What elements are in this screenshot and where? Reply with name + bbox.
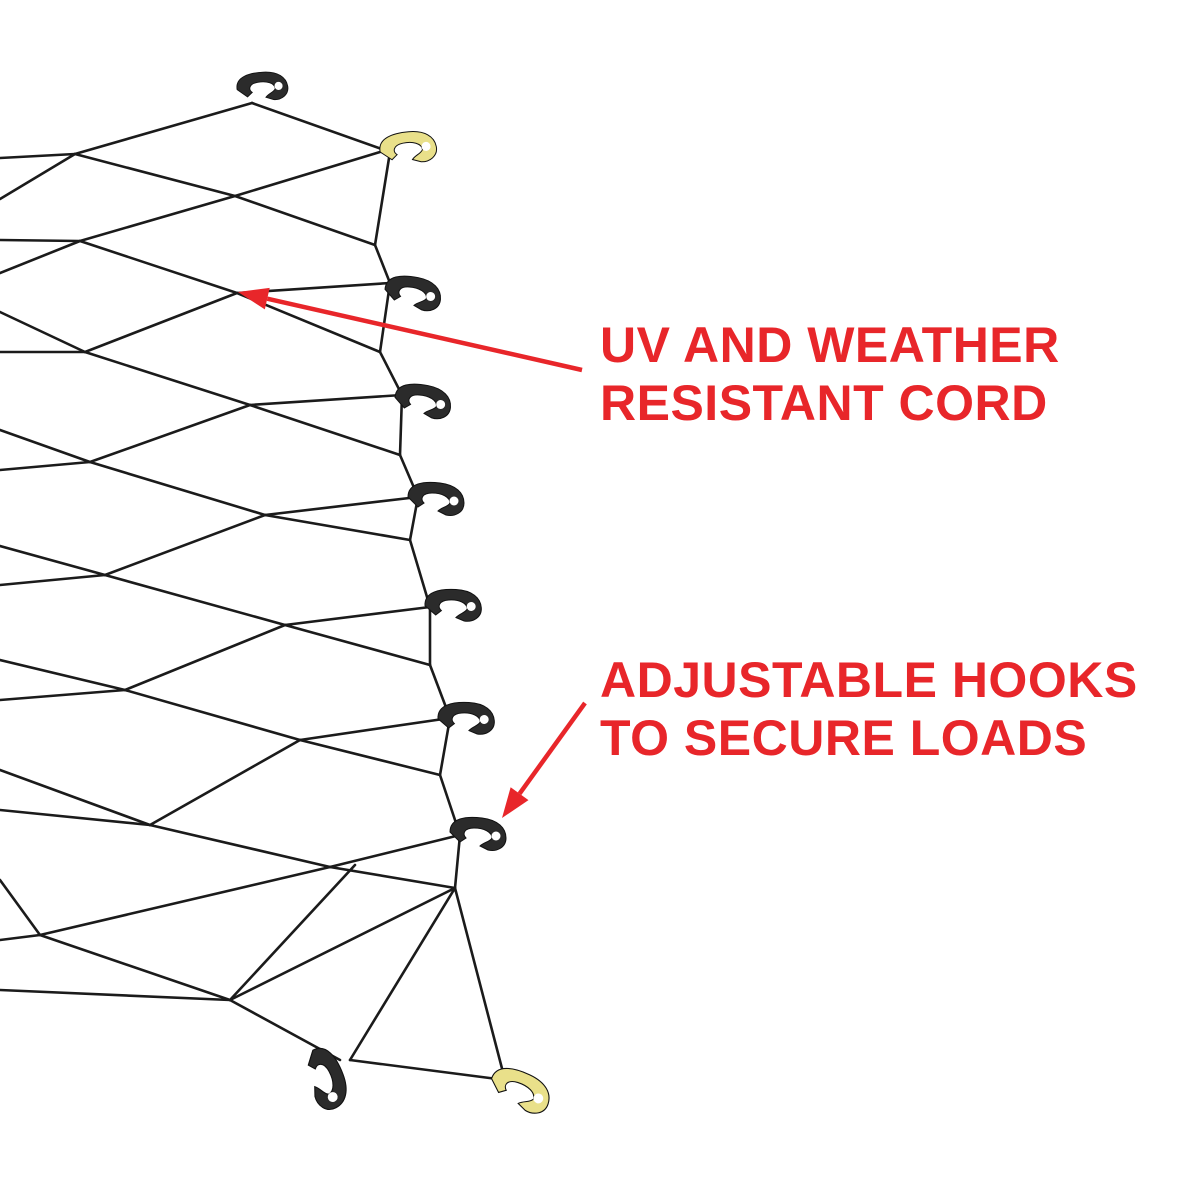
hook-icon	[307, 1048, 347, 1110]
hook-icon	[449, 816, 507, 851]
net-cord-segment	[103, 573, 287, 627]
net-cord-segment	[0, 239, 82, 275]
net-edge-cord	[378, 281, 392, 354]
net-cord-segment	[0, 152, 77, 201]
net-cord-segment	[328, 833, 462, 869]
net-cord-segment	[0, 768, 152, 827]
callout-arrows	[238, 287, 587, 818]
net-cord-segment	[83, 350, 252, 407]
net-cord-segment	[88, 460, 267, 517]
hooks-callout-line-1: ADJUSTABLE HOOKS	[600, 652, 1138, 708]
net-cord-segment	[263, 495, 420, 517]
net-cord-segment	[78, 194, 237, 243]
net-cord-segment	[298, 738, 442, 777]
hook-icon	[424, 588, 482, 622]
cord-callout-line-1: UV AND WEATHER	[600, 317, 1060, 373]
net-cord-segment	[73, 152, 237, 198]
net-cord-segment	[78, 239, 239, 295]
hooks-callout: ADJUSTABLE HOOKS TO SECURE LOADS	[600, 651, 1138, 767]
net-cord-segment	[123, 623, 287, 692]
net-cord-segment	[0, 808, 152, 827]
arrow-icon	[238, 287, 583, 373]
hooks-callout-line-2: TO SECURE LOADS	[600, 710, 1088, 766]
net-cord-segment	[233, 194, 377, 247]
net-cord-segment	[148, 823, 332, 869]
net-cord-segment	[248, 393, 404, 407]
net-cord-segment	[88, 403, 252, 464]
net-cord-segment	[0, 544, 107, 577]
net-cord-segment	[248, 403, 402, 457]
net-edge-cord	[373, 150, 392, 247]
net-cord-segment	[0, 573, 107, 587]
net-cord-segment	[38, 865, 332, 937]
net-cord-segment	[0, 310, 87, 354]
net-cord-segment	[38, 933, 232, 1002]
net-edge-cord	[408, 538, 432, 609]
net-cord-segment	[103, 513, 267, 577]
hook-icon	[379, 131, 438, 163]
arrow-icon	[502, 701, 587, 818]
net-cord-segment	[0, 152, 77, 160]
net-cord-segment	[298, 716, 452, 742]
cord-callout: UV AND WEATHER RESISTANT CORD	[600, 316, 1060, 432]
net-cord-segment	[283, 605, 432, 627]
net-edge-cord	[348, 886, 457, 1062]
net-cord-segment	[228, 863, 357, 1002]
net-cord-segment	[233, 150, 382, 198]
cord-callout-line-2: RESISTANT CORD	[600, 375, 1048, 431]
net-edge-cord	[373, 243, 392, 285]
net-edge-cord	[453, 886, 507, 1082]
net-cord-segment	[0, 688, 127, 702]
hooks	[236, 71, 550, 1114]
hook-icon	[490, 1067, 550, 1114]
net-cord-segment	[73, 101, 254, 156]
hook-icon	[437, 701, 495, 735]
net-cord-segment	[83, 291, 239, 354]
net-cord-segment	[228, 886, 457, 1002]
net-cord-segment	[0, 658, 127, 692]
net-edge-cord	[348, 1058, 507, 1082]
net-cord-segment	[0, 933, 42, 942]
net-cord-segment	[0, 428, 92, 464]
net-cord-segment	[0, 460, 92, 472]
net-cord-segment	[0, 878, 42, 937]
net-edge-cord	[250, 101, 392, 154]
net-cord-segment	[263, 513, 412, 542]
net-cord-segment	[123, 688, 302, 742]
net-cord-segment	[283, 623, 432, 667]
hook-icon	[384, 275, 441, 312]
net-cords	[0, 101, 507, 1082]
net-edge-cord	[378, 350, 404, 397]
hook-icon	[407, 481, 465, 516]
hook-icon	[236, 71, 289, 101]
net-cord-segment	[0, 238, 82, 243]
net-cord-segment	[148, 738, 302, 827]
hook-icon	[394, 383, 451, 420]
net-edge-cord	[453, 833, 462, 890]
net-cord-segment	[0, 988, 232, 1002]
